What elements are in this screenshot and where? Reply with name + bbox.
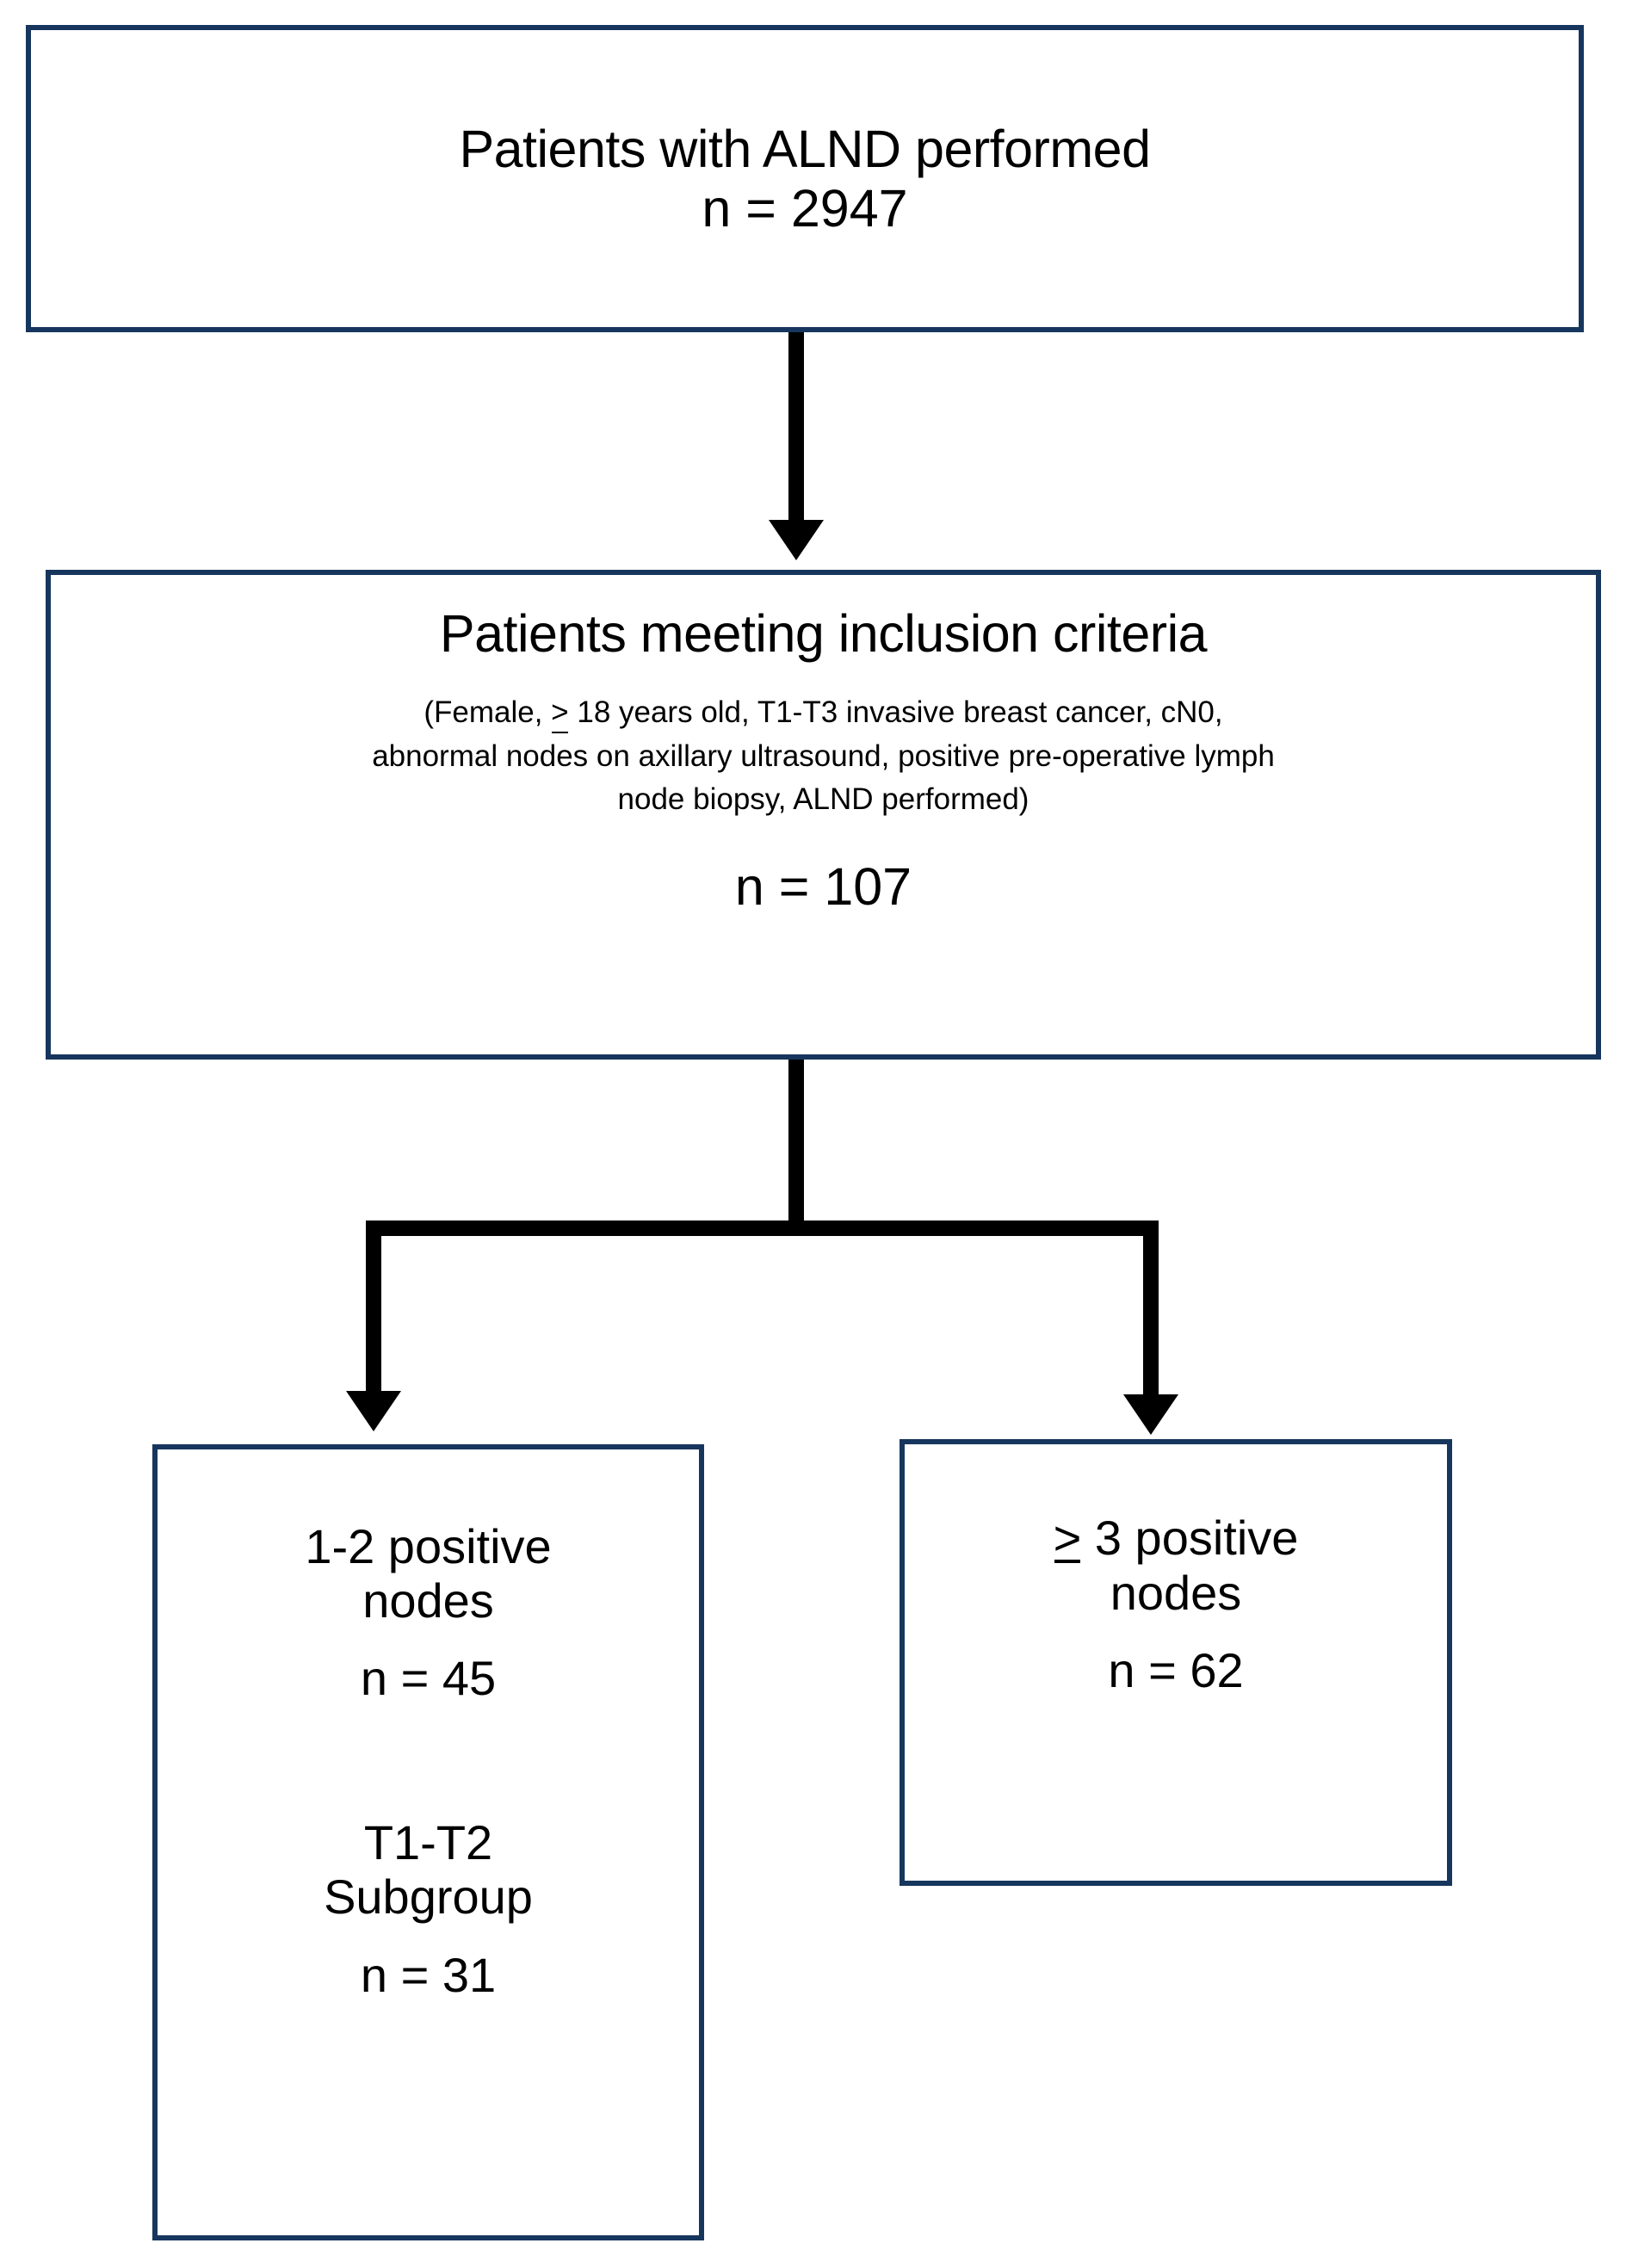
node-cohort-title: Patients with ALND performed [459,119,1151,178]
criteria-line-1: (Female, > 18 years old, T1-T3 invasive … [372,691,1275,735]
arrowhead-down-left-icon [346,1391,401,1431]
greater-than-or-equal-icon: > [1053,1511,1082,1565]
node-subgroup-count: n = 31 [360,1947,497,2002]
connector-branch-left-line [366,1231,381,1394]
node-included-title: Patients meeting inclusion criteria [439,604,1208,663]
node-patients-meeting-inclusion-criteria: Patients meeting inclusion criteria (Fem… [46,570,1601,1060]
criteria-line-1-prefix: (Female, [424,695,552,729]
node-low-nodes-title-line-1: 1-2 positive [305,1519,552,1573]
node-cohort-count: n = 2947 [702,178,908,238]
criteria-line-1-suffix: 18 years old, T1-T3 invasive breast canc… [568,695,1223,729]
node-low-nodes-title-line-2: nodes [362,1573,494,1628]
node-high-nodes-title-line-1: > 3 positive [1054,1511,1299,1567]
node-one-to-two-positive-nodes: 1-2 positive nodes n = 45 T1-T2 Subgroup… [152,1444,704,2240]
connector-branch-stem [788,1060,804,1230]
greater-than-or-equal-icon: > [551,691,569,735]
criteria-line-2: abnormal nodes on axillary ultrasound, p… [372,738,1275,773]
node-patients-with-alnd: Patients with ALND performed n = 2947 [26,25,1584,332]
node-three-or-more-positive-nodes: > 3 positive nodes n = 62 [900,1439,1452,1886]
node-subgroup-line-2: Subgroup [324,1869,533,1924]
node-included-criteria: (Female, > 18 years old, T1-T3 invasive … [372,691,1275,821]
criteria-line-3: node biopsy, ALND performed) [617,782,1029,817]
node-high-nodes-title-line-1-rest: 3 positive [1081,1511,1299,1565]
node-included-count: n = 107 [734,857,912,917]
node-low-nodes-count: n = 45 [360,1651,497,1706]
arrowhead-down-icon [769,520,824,560]
node-high-nodes-count: n = 62 [1108,1643,1244,1698]
connector-branch-right-line [1143,1234,1159,1398]
node-high-nodes-title-line-2: nodes [1110,1565,1242,1620]
connector-cohort-to-included-line [788,332,804,523]
connector-branch-bar [366,1221,1159,1236]
node-low-nodes-subgroup: T1-T2 Subgroup n = 31 [324,1815,533,2002]
node-subgroup-line-1: T1-T2 [363,1815,493,1870]
arrowhead-down-right-icon [1123,1394,1178,1435]
